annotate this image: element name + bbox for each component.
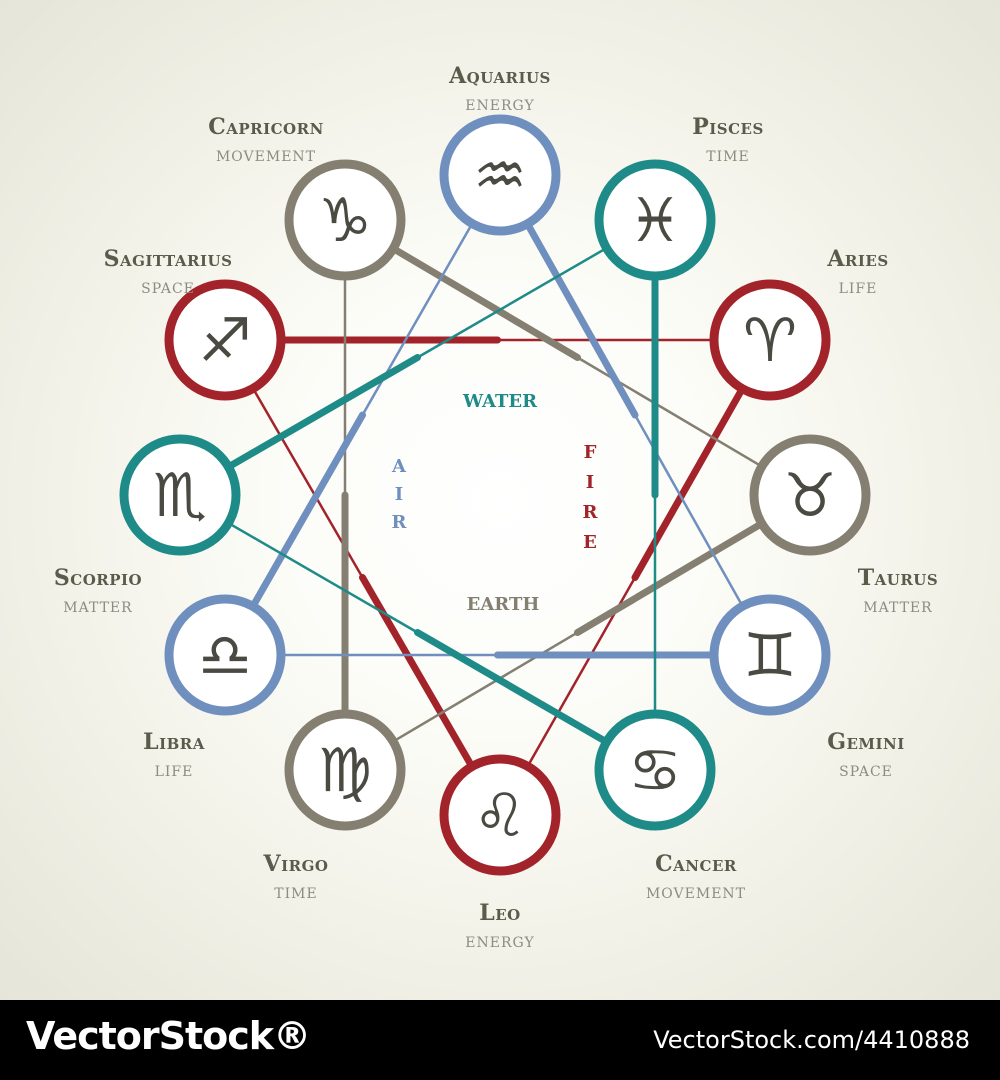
sign-leo: ♌ — [439, 754, 561, 876]
svg-text:A: A — [391, 456, 407, 477]
sign-labels: AquariusENERGYPiscesTIMEAriesLIFETaurusM… — [54, 63, 938, 951]
gemini-symbol-icon: ♊ — [743, 621, 797, 691]
sign-ring — [164, 279, 286, 401]
sign-circle-bg — [447, 762, 553, 868]
sign-name-capricorn: Capricorn — [208, 114, 324, 140]
sign-ring — [709, 594, 831, 716]
sign-circle-bg — [172, 602, 278, 708]
sign-name-gemini: Gemini — [827, 729, 905, 755]
sign-quality-sagittarius: SPACE — [141, 281, 195, 297]
capricorn-symbol-icon: ♑ — [318, 186, 372, 256]
svg-text:R: R — [392, 512, 408, 533]
sign-name-aquarius: Aquarius — [448, 63, 551, 89]
sign-scorpio: ♏ — [119, 434, 241, 556]
sign-quality-capricorn: MOVEMENT — [216, 149, 316, 165]
sign-cancer: ♋ — [594, 709, 716, 831]
libra-symbol-icon: ♎ — [198, 621, 252, 691]
sign-aquarius: ♒ — [439, 114, 561, 236]
virgo-symbol-icon: ♍ — [318, 736, 372, 806]
aquarius-symbol-icon: ♒ — [473, 141, 527, 211]
sign-ring — [164, 594, 286, 716]
sign-circles: ♒ ♓ ♈ ♉ ♊ ♋ ♌ ♍ ♎ ♏ ♐ ♑ — [119, 114, 871, 876]
sign-quality-cancer: MOVEMENT — [646, 886, 746, 902]
sign-circle-bg — [292, 717, 398, 823]
svg-text:E: E — [583, 532, 597, 553]
sign-name-taurus: Taurus — [858, 565, 938, 591]
sign-libra: ♎ — [164, 594, 286, 716]
pisces-symbol-icon: ♓ — [628, 186, 682, 256]
sign-taurus: ♉ — [749, 434, 871, 556]
element-label-water: WATER — [462, 391, 538, 412]
sign-circle-bg — [602, 167, 708, 273]
sign-ring — [284, 709, 406, 831]
sign-quality-scorpio: MATTER — [63, 600, 132, 616]
taurus-symbol-icon: ♉ — [783, 461, 837, 531]
sign-circle-bg — [447, 122, 553, 228]
sign-ring — [119, 434, 241, 556]
sign-quality-libra: LIFE — [155, 764, 194, 780]
sign-aries: ♈ — [709, 279, 831, 401]
aries-symbol-icon: ♈ — [743, 306, 797, 376]
element-label-earth: EARTH — [467, 594, 540, 615]
sign-name-cancer: Cancer — [655, 851, 737, 877]
sign-virgo: ♍ — [284, 709, 406, 831]
sign-ring — [709, 279, 831, 401]
sign-circle-bg — [172, 287, 278, 393]
sagittarius-symbol-icon: ♐ — [198, 306, 252, 376]
sign-name-pisces: Pisces — [692, 114, 764, 140]
element-triangles — [176, 171, 814, 819]
sign-gemini: ♊ — [709, 594, 831, 716]
sign-name-libra: Libra — [143, 729, 205, 755]
sign-quality-aquarius: ENERGY — [465, 98, 534, 114]
cancer-symbol-icon: ♋ — [628, 736, 682, 806]
footer-bar: VectorStock® VectorStock.com/4410888 — [0, 1000, 1000, 1080]
sign-quality-aries: LIFE — [839, 281, 878, 297]
sign-quality-taurus: MATTER — [863, 600, 932, 616]
sign-circle-bg — [757, 442, 863, 548]
sign-name-virgo: Virgo — [263, 851, 329, 877]
sign-ring — [594, 709, 716, 831]
svg-text:F: F — [584, 442, 597, 463]
sign-name-sagittarius: Sagittarius — [104, 246, 233, 272]
sign-ring — [284, 159, 406, 281]
svg-text:I: I — [586, 472, 594, 493]
sign-quality-leo: ENERGY — [465, 935, 534, 951]
sign-ring — [439, 114, 561, 236]
sign-circle-bg — [127, 442, 233, 548]
sign-quality-gemini: SPACE — [839, 764, 893, 780]
image-id: VectorStock.com/4410888 — [653, 1026, 970, 1054]
sign-circle-bg — [602, 717, 708, 823]
sign-quality-virgo: TIME — [274, 886, 317, 902]
leo-symbol-icon: ♌ — [473, 781, 527, 851]
sign-circle-bg — [292, 167, 398, 273]
sign-circle-bg — [717, 287, 823, 393]
sign-name-aries: Aries — [826, 246, 888, 272]
sign-circle-bg — [717, 602, 823, 708]
sign-sagittarius: ♐ — [164, 279, 286, 401]
brand-logo: VectorStock® — [26, 1014, 311, 1058]
sign-quality-pisces: TIME — [706, 149, 749, 165]
svg-text:R: R — [583, 502, 599, 523]
scorpio-symbol-icon: ♏ — [153, 461, 207, 531]
sign-name-scorpio: Scorpio — [54, 565, 142, 591]
sign-ring — [594, 159, 716, 281]
sign-name-leo: Leo — [479, 900, 520, 926]
sign-pisces: ♓ — [594, 159, 716, 281]
sign-ring — [749, 434, 871, 556]
sign-ring — [439, 754, 561, 876]
svg-text:I: I — [395, 484, 403, 505]
sign-capricorn: ♑ — [284, 159, 406, 281]
element-label-air: AIR — [391, 456, 408, 533]
